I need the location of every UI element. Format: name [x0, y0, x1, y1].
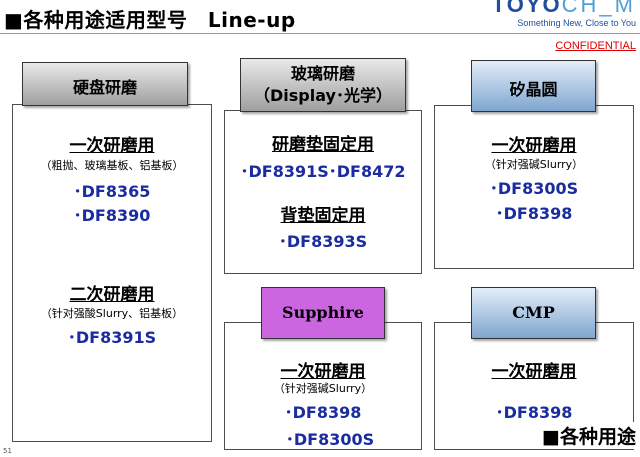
product-item: ･DF8393S [278, 232, 368, 251]
section-title: 一次研磨用 [491, 136, 577, 156]
cmp-panel: 一次研磨用 ･DF8398 [434, 322, 634, 450]
product-item: ･DF8300S [489, 179, 579, 198]
silicon-wafer-panel: 一次研磨用 （针对强碱Slurry） ･DF8300S ･DF8398 [434, 105, 634, 269]
footer-section-label: ■各种用途 [540, 422, 638, 449]
logo-name-bold: TOYO [491, 0, 562, 17]
slide-title: ■各种用途适用型号 Line-up [4, 8, 296, 32]
silicon-wafer-header: 矽晶圆 [471, 60, 596, 112]
supphire-panel: 一次研磨用 （针对强碱Slurry） ･DF8398 ･DF8300S [224, 322, 422, 450]
section-title: 一次研磨用 [69, 136, 155, 156]
confidential-label: CONFIDENTIAL [555, 40, 636, 52]
section-note: （针对强酸Slurry、铝基板） [40, 307, 184, 320]
logo-name-thin: CH_M [561, 0, 636, 17]
section-title: 背垫固定用 [280, 206, 366, 226]
page-number: 51 [3, 447, 12, 455]
glass-header: 玻璃研磨 （Display･光学） [240, 58, 406, 112]
section-title: 研磨垫固定用 [272, 135, 374, 155]
section-note: （粗抛、玻璃基板、铝基板） [40, 159, 184, 172]
company-logo: TOYOCH_M Something New, Close to You [492, 0, 636, 28]
section-title: 一次研磨用 [491, 362, 577, 382]
section-title: 二次研磨用 [69, 285, 155, 305]
supphire-header: Supphire [261, 287, 385, 339]
product-item: ･DF8365 [73, 182, 151, 201]
cmp-header: CMP [471, 287, 596, 339]
product-item: ･DF8398 [495, 403, 573, 422]
product-item: ･DF8391S [67, 328, 157, 347]
header-divider [0, 33, 640, 34]
product-item: ･DF8390 [73, 206, 151, 225]
logo-tagline: Something New, Close to You [517, 18, 636, 28]
product-item: ･DF8398 [284, 403, 362, 422]
section-title: 一次研磨用 [280, 362, 366, 382]
product-item: ･DF8398 [495, 204, 573, 223]
product-item: ･DF8300S [285, 430, 375, 449]
product-item: ･DF8391S･DF8472 [240, 162, 406, 181]
glass-header-subtitle: （Display･光学） [254, 86, 392, 105]
hard-disk-header: 硬盘研磨 [22, 62, 188, 106]
section-note: （针对强碱Slurry） [273, 382, 373, 395]
section-note: （针对强碱Slurry） [484, 158, 584, 171]
hard-disk-panel: 一次研磨用 （粗抛、玻璃基板、铝基板） ･DF8365 ･DF8390 二次研磨… [12, 104, 212, 442]
glass-panel: 研磨垫固定用 ･DF8391S･DF8472 背垫固定用 ･DF8393S [224, 110, 422, 274]
